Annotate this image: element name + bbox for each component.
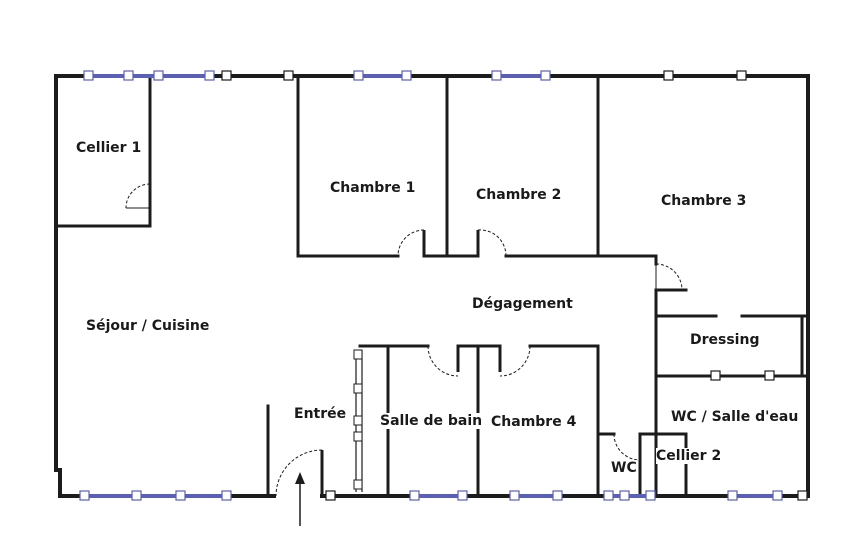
room-label-salle-de-bain: Salle de bain: [380, 413, 483, 429]
door-chambre-2: [476, 229, 507, 257]
room-label-wc-salle-eau: WC / Salle d'eau: [671, 409, 799, 425]
windows: [79, 70, 808, 501]
door-wc: [613, 433, 642, 461]
doors: [125, 183, 683, 497]
door-chambre-4: [498, 345, 531, 377]
room-label-cellier-2: Cellier 2: [656, 448, 722, 464]
interior-walls: [54, 74, 810, 498]
room-label-cellier-1: Cellier 1: [76, 140, 142, 156]
room-label-chambre-1: Chambre 1: [330, 180, 416, 196]
window: [84, 74, 778, 498]
door-cellier-1: [125, 183, 152, 209]
window-markers: [79, 70, 783, 501]
room-label-degagement: Dégagement: [472, 296, 573, 312]
room-label-sejour-cuisine: Séjour / Cuisine: [86, 318, 210, 334]
room-label-chambre-2: Chambre 2: [476, 187, 562, 203]
bathroom-partition-markers: [353, 349, 363, 490]
wall-markers: [221, 70, 808, 501]
exterior-walls: [54, 74, 810, 498]
room-label-chambre-3: Chambre 3: [661, 193, 747, 209]
entrance-arrow-icon: [295, 472, 305, 526]
door-chambre-3: [655, 263, 683, 291]
room-label-wc: WC: [611, 460, 637, 476]
door-salle-de-bain: [427, 345, 460, 377]
door-chambre-1: [397, 229, 426, 257]
door-entrance: [275, 449, 324, 497]
room-label-entree: Entrée: [294, 406, 347, 422]
room-label-dressing: Dressing: [690, 332, 760, 348]
room-label-chambre-4: Chambre 4: [491, 414, 577, 430]
